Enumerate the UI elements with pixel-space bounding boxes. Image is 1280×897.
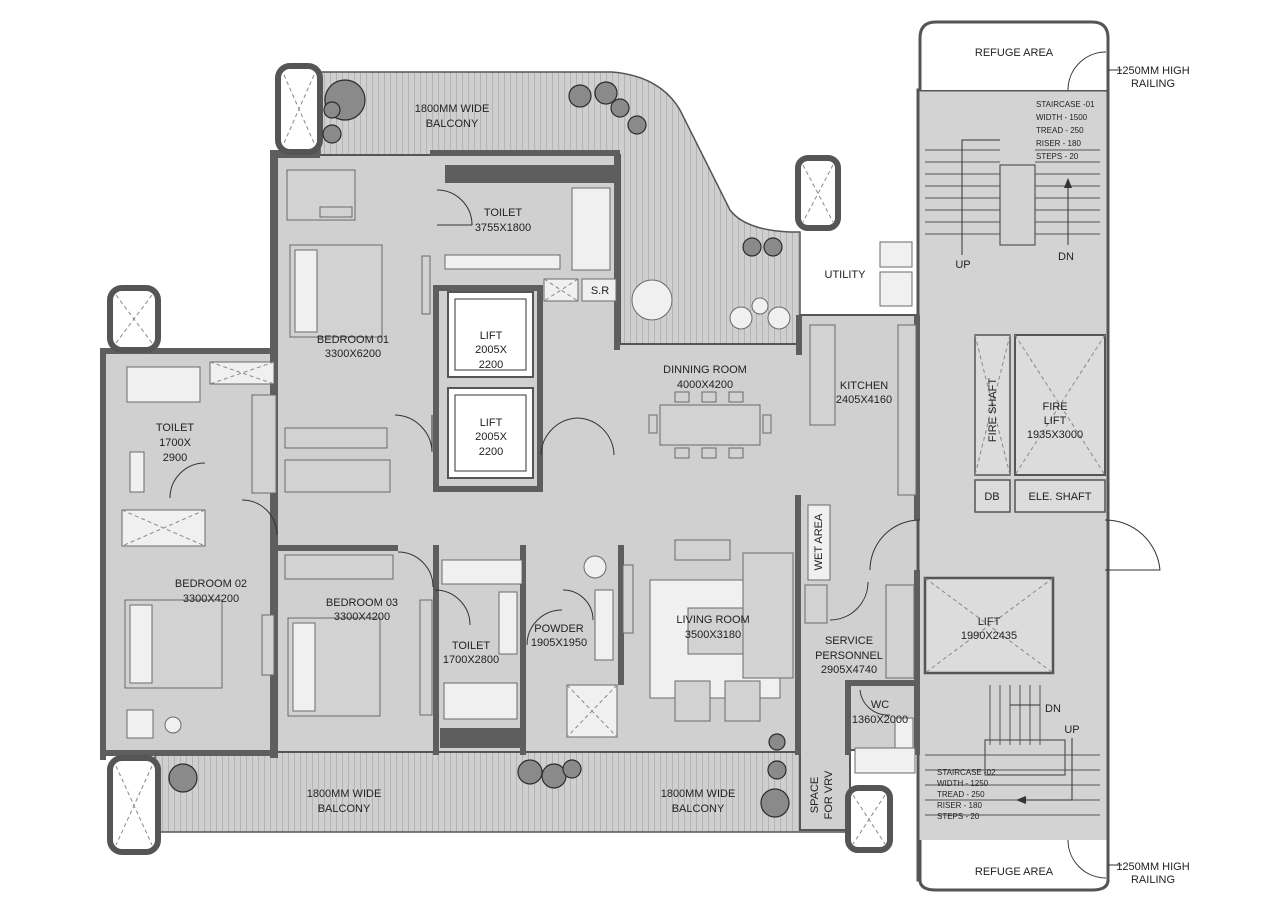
stair-1-up-label: UP [955,259,970,271]
living-room-label: LIVING ROOM [676,614,749,626]
railing-top-label-2: RAILING [1131,78,1175,90]
wc-label: WC [871,699,889,711]
staircase-01-spec: STAIRCASE -01 WIDTH - 1500 TREAD - 250 R… [1036,100,1095,161]
railing-bottom-label-2: RAILING [1131,874,1175,886]
service-label-2: PERSONNEL [815,650,883,662]
toilet-main-label: TOILET [484,207,523,219]
walls [100,150,920,760]
corner-planters [107,63,893,855]
staircase-02-line-2: WIDTH - 1250 [937,779,989,788]
service-label-1: SERVICE [825,635,873,647]
bottom-balcony-right-label-1: 1800MM WIDE [661,788,736,800]
lift-1-size-1: 2005X [475,344,507,356]
room-labels: 1800MM WIDE BALCONY TOILET 3755X1800 BED… [156,47,1190,886]
toilet-left-label: TOILET [156,422,195,434]
top-balcony-label-2: BALCONY [426,118,479,130]
staircase-01-line-4: RISER - 180 [1036,139,1081,148]
toilet-main-size: 3755X1800 [475,222,531,234]
refuge-bottom-label: REFUGE AREA [975,866,1054,878]
staircase-02-line-1: STAIRCASE -02 [937,768,996,777]
db-label: DB [984,491,999,503]
stair-1-dn-label: DN [1058,251,1074,263]
lift-1-size-2: 2200 [479,359,503,371]
doors [169,51,1161,879]
bedroom-01-label: BEDROOM 01 [317,334,389,346]
railing-bottom-label-1: 1250MM HIGH [1116,861,1189,873]
lift-core-size: 1990X2435 [961,630,1017,642]
toilet-left-size-2: 2900 [163,452,187,464]
toilet-left-size-1: 1700X [159,437,191,449]
railing-top-label-1: 1250MM HIGH [1116,65,1189,77]
fire-lift-label-1: FIRE [1042,401,1067,413]
bedroom-03-label: BEDROOM 03 [326,597,398,609]
stair-2-dn-label: DN [1045,703,1061,715]
bottom-balcony-right-label-2: BALCONY [672,803,725,815]
staircase-01-line-1: STAIRCASE -01 [1036,100,1095,109]
powder-label: POWDER [534,623,584,635]
staircase-01-line-3: TREAD - 250 [1036,126,1084,135]
staircase-02-spec: STAIRCASE -02 WIDTH - 1250 TREAD - 250 R… [937,768,996,821]
bedroom-02-label: BEDROOM 02 [175,578,247,590]
staircase-02-line-3: TREAD - 250 [937,790,985,799]
kitchen-label: KITCHEN [840,380,888,392]
refuge-top-label: REFUGE AREA [975,47,1054,59]
space-vrv-label-1: SPACE [809,777,821,813]
ele-shaft-label: ELE. SHAFT [1029,491,1092,503]
top-balcony-label-1: 1800MM WIDE [415,103,490,115]
powder-size: 1905X1950 [531,637,587,649]
services-core [916,20,1110,892]
sr-label: S.R [591,285,609,297]
staircase-01-line-5: STEPS - 20 [1036,152,1079,161]
bottom-balcony-left-label-1: 1800MM WIDE [307,788,382,800]
bedroom-01-size: 3300X6200 [325,348,381,360]
furniture [121,169,917,774]
lift-2-size-2: 2200 [479,446,503,458]
wc-size: 1360X2000 [852,714,908,726]
dinning-room-label: DINNING ROOM [663,364,747,376]
fire-lift-label-2: LIFT [1044,415,1067,427]
staircase-02-line-4: RISER - 180 [937,801,982,810]
balcony-top [319,71,801,345]
staircase-01-line-2: WIDTH - 1500 [1036,113,1088,122]
toilet-mid-size: 1700X2800 [443,654,499,666]
fire-lift-size: 1935X3000 [1027,429,1083,441]
fire-shaft-label: FIRE SHAFT [987,378,999,442]
toilet-mid-label: TOILET [452,640,491,652]
utility-label: UTILITY [825,269,867,281]
bottom-balcony-left-label-2: BALCONY [318,803,371,815]
space-vrv-label-2: FOR VRV [823,770,835,819]
lift-2-label: LIFT [480,417,503,429]
living-room-size: 3500X3180 [685,629,741,641]
bedroom-03-size: 3300X4200 [334,611,390,623]
trees [168,79,790,818]
dinning-room-size: 4000X4200 [677,379,733,391]
wet-area-label: WET AREA [813,513,825,570]
service-size: 2905X4740 [821,664,877,676]
kitchen-size: 2405X4160 [836,394,892,406]
lift-1-label: LIFT [480,330,503,342]
lift-core-label: LIFT [978,616,1001,628]
lift-2-size-1: 2005X [475,431,507,443]
staircase-02-line-5: STEPS - 20 [937,812,980,821]
balcony-bottom [154,751,851,833]
bedroom-02-size: 3300X4200 [183,593,239,605]
stair-2-up-label: UP [1064,724,1079,736]
